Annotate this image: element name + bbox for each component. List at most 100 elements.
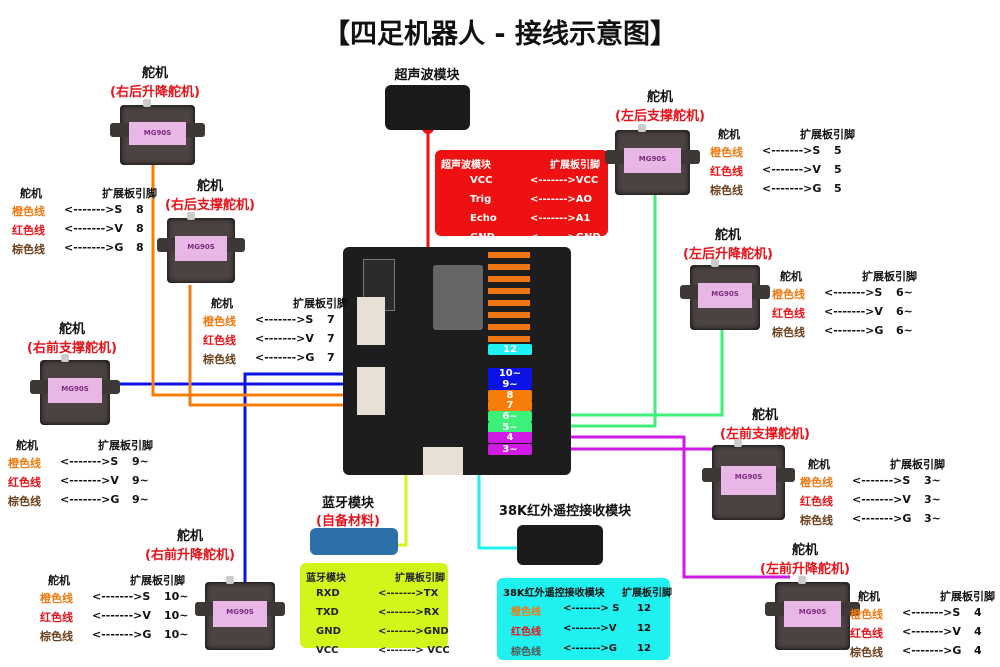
- wire-color-label: 棕色线: [850, 646, 883, 659]
- regulator-chip: [433, 265, 483, 330]
- table-header-right: 扩展板引脚: [102, 187, 157, 200]
- board-pin-7: 7: [488, 400, 532, 411]
- table-cell: 棕色线: [511, 647, 541, 658]
- servo-name: (右后升降舵机): [110, 85, 200, 100]
- table-cell: TXD: [316, 607, 339, 618]
- wire-color-label: 红色线: [12, 224, 45, 237]
- pin-number: 8: [136, 222, 144, 235]
- pin-number: 8: [136, 203, 144, 216]
- servo-motor: MG90S: [30, 354, 120, 425]
- servo-title: 舵机: [141, 66, 168, 81]
- table-header-left: 38K红外遥控接收模块: [503, 588, 605, 599]
- table-cell: Trig: [470, 194, 492, 205]
- ultrasonic-port: [357, 297, 385, 345]
- servo-motor: MG90S: [680, 259, 770, 330]
- servo-name: (左后支撑舵机): [615, 109, 705, 124]
- servo-sticker: MG90S: [129, 121, 186, 145]
- table-header-right: 扩展板引脚: [98, 439, 153, 452]
- servo-sticker: MG90S: [698, 283, 752, 308]
- servo-sticker: MG90S: [213, 601, 267, 627]
- wire-arrow: <------->S: [902, 606, 961, 619]
- pin-number: 4: [974, 625, 982, 638]
- wire-color-label: 红色线: [203, 334, 236, 347]
- table-header-right: 扩展板引脚: [800, 128, 855, 141]
- wire-color-label: 橙色线: [8, 457, 41, 470]
- board-pin-12: 12: [488, 344, 532, 355]
- wire-arrow: <------->S: [852, 474, 911, 487]
- table-header-right: 扩展板引脚: [890, 458, 945, 471]
- pin-number: 10~: [164, 609, 189, 622]
- wire-color-label: 橙色线: [710, 146, 743, 159]
- table-cell: <------->RX: [378, 607, 440, 618]
- wire-arrow: <------->S: [824, 286, 883, 299]
- pin-number: 6~: [896, 305, 913, 318]
- servo-sticker: MG90S: [784, 601, 841, 627]
- servo-name: (右后支撑舵机): [165, 198, 255, 213]
- servo-shaft: [61, 354, 69, 362]
- servo-shaft: [733, 439, 742, 447]
- wire-arrow: <------->S: [64, 203, 123, 216]
- servo-title: 舵机: [646, 90, 673, 105]
- wire-color-label: 红色线: [40, 611, 73, 624]
- wire-arrow: <------->S: [762, 144, 821, 157]
- wire-color-label: 棕色线: [40, 630, 73, 643]
- wire-arrow: <------->S: [92, 590, 151, 603]
- servo-shaft: [142, 99, 151, 107]
- table-cell: 橙色线: [511, 607, 541, 618]
- table-cell: GND: [316, 626, 341, 637]
- board-pin-4: 4: [488, 432, 532, 443]
- wire-color-label: 棕色线: [772, 326, 805, 339]
- pin-number: 4: [974, 644, 982, 657]
- wire-color-label: 红色线: [8, 476, 41, 489]
- pin-number: 3~: [924, 474, 941, 487]
- servo-shaft: [637, 124, 646, 132]
- servo-title: 舵机: [751, 408, 778, 423]
- ultrasonic-label: 超声波模块: [394, 68, 460, 83]
- table-cell: <-------> VCC: [378, 645, 450, 656]
- table-header-left: 舵机: [718, 128, 740, 141]
- board-pin-6: 6~: [488, 411, 532, 422]
- expansion-board: [343, 247, 571, 475]
- wire-arrow: <------->V: [824, 305, 883, 318]
- pin-number: 7: [327, 313, 335, 326]
- wire-arrow: <------->G: [852, 512, 912, 525]
- board-pin-3: 3~: [488, 444, 532, 455]
- pin-number: 5: [834, 144, 842, 157]
- table-cell: <------->TX: [378, 588, 439, 599]
- table-header-left: 舵机: [48, 574, 70, 587]
- table-header-left: 蓝牙模块: [306, 573, 346, 584]
- wire-color-label: 橙色线: [800, 476, 833, 489]
- pin-number: 10~: [164, 628, 189, 641]
- servo-name: (右前升降舵机): [145, 548, 235, 563]
- board-pin-10: 10~: [488, 368, 532, 379]
- table-cell: VCC: [470, 175, 493, 186]
- wire-color-label: 红色线: [772, 307, 805, 320]
- pin-number: 6~: [896, 286, 913, 299]
- board-pin-9: 9~: [488, 379, 532, 390]
- table-header-left: 舵机: [211, 297, 233, 310]
- pin-number: 5: [834, 163, 842, 176]
- wire-arrow: <------->V: [60, 474, 119, 487]
- servo-title: 舵机: [196, 179, 223, 194]
- bluetooth-sublabel: (自备材料): [316, 514, 380, 529]
- wire-color-label: 棕色线: [8, 495, 41, 508]
- servo-motor: MG90S: [110, 99, 205, 165]
- servo-title: 舵机: [714, 228, 741, 243]
- wire-color-label: 橙色线: [203, 315, 236, 328]
- table-header-right: 扩展板引脚: [862, 270, 917, 283]
- servo-name: (左后升降舵机): [683, 247, 773, 262]
- table-cell: <-------> S: [563, 603, 620, 614]
- wire-arrow: <------->V: [852, 493, 911, 506]
- table-header-left: 舵机: [858, 590, 880, 603]
- wire-arrow: <------->G: [255, 351, 315, 364]
- wire-color-label: 红色线: [850, 627, 883, 640]
- pin-number: 8: [136, 241, 144, 254]
- wire-arrow: <------->G: [92, 628, 152, 641]
- ir-module: [517, 525, 603, 565]
- pin-number: 9~: [132, 474, 149, 487]
